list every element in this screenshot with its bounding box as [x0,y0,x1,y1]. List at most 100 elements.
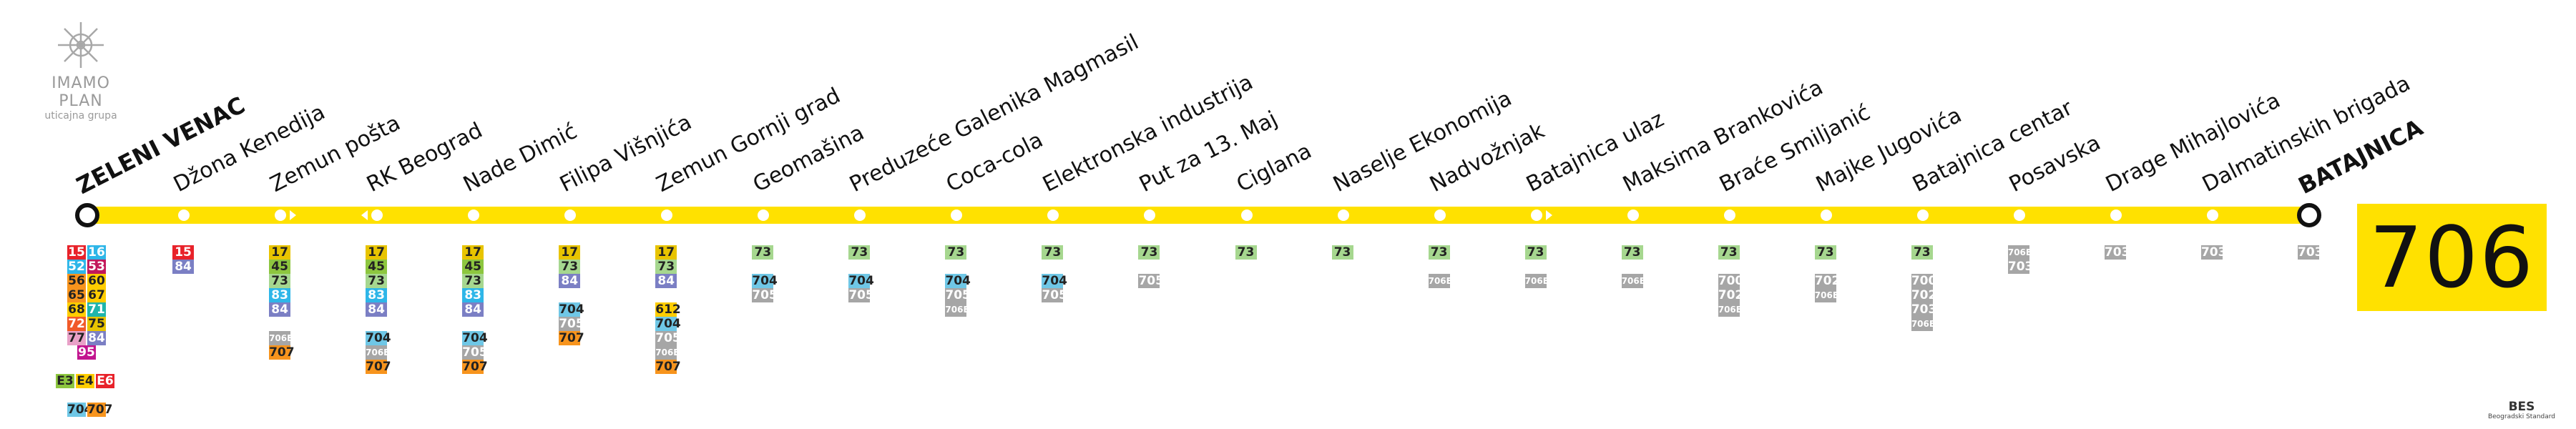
line-badge: 17 [655,245,677,260]
line-badge: 73 [752,245,774,260]
line-badge: 73 [1331,245,1353,260]
line-badge: 707 [655,360,681,374]
line-badge: 707 [462,360,488,374]
stop-label: Naselje Ekonomija [1328,86,1516,197]
route-number: 706 [2369,208,2535,307]
line-badge: 705 [655,331,681,345]
route-line [86,207,2311,224]
line-badge: 73 [1138,245,1160,260]
bes-logo-subtitle: Beogradski Standard [2487,413,2556,420]
line-badge: 702 [1814,274,1841,288]
line-badge: 703 [2298,245,2323,260]
line-badge: 704 [462,331,488,345]
line-badge: 73 [848,245,871,260]
stop-marker [2110,209,2122,221]
stop-marker [1820,209,1832,221]
line-badge: 84 [655,274,677,288]
stop-marker [951,209,963,221]
line-badge: 704 [366,331,391,345]
stop-label: Drage Mihajlovića [2102,87,2285,197]
line-badge: 706E [1814,288,1838,302]
line-badge: 702 [1911,288,1937,302]
direction-right-icon [1545,210,1552,220]
line-badge: 612 [655,302,681,317]
line-badge: 704 [67,403,93,417]
line-badge: 16 [87,245,106,260]
line-badge: 67 [87,288,106,302]
stop-marker [1434,209,1446,221]
line-badge: 706E [1621,274,1645,288]
line-badge: 704 [848,274,874,288]
line-badge: 705 [559,317,584,331]
line-badge: 706E [1911,317,1935,331]
line-badge: 703 [1911,302,1937,317]
line-badge: 77 [67,331,86,345]
stop-marker [178,209,190,221]
stop-marker [2206,209,2218,221]
line-badge: 707 [87,403,113,417]
line-badge: 707 [559,331,584,345]
line-badge: 73 [1718,245,1740,260]
line-badge: 73 [1911,245,1933,260]
line-badge: 17 [559,245,581,260]
stop-marker [371,209,383,221]
line-badge: 705 [462,345,488,360]
line-badge: 705 [945,288,971,302]
line-badge: 95 [77,345,96,360]
terminal-stop-marker [75,203,99,227]
stop-marker [1916,209,1929,221]
line-badge: 65 [67,288,86,302]
line-badge: 73 [559,260,581,274]
line-badge: 56 [67,274,86,288]
line-badge: 73 [269,274,291,288]
line-badge: 700 [1718,274,1744,288]
line-badge: 704 [752,274,778,288]
line-badge: 73 [945,245,967,260]
line-badge: 707 [269,345,295,360]
line-badge: 704 [945,274,971,288]
line-badge: 73 [655,260,677,274]
brand-name: IMAMO PLAN [52,74,110,110]
line-badge: 84 [462,302,484,317]
stop-label: Batajnica centar [1908,95,2077,197]
stop-marker [1627,209,1639,221]
line-badge: 17 [366,245,388,260]
line-badge: 706E [655,345,680,360]
line-badge: 703 [2200,245,2227,260]
direction-left-icon [361,210,368,220]
line-badge: 84 [559,274,581,288]
line-badge: 52 [67,260,86,274]
stop-marker [1337,209,1349,221]
line-badge: 45 [462,260,484,274]
line-badge: 705 [1042,288,1067,302]
stop-marker [2013,209,2025,221]
line-badge: 15 [67,245,86,260]
line-badge: E6 [96,374,114,388]
line-badge: 704 [559,302,584,317]
line-badge: 83 [366,288,388,302]
line-badge: 703 [2104,245,2130,260]
line-badge: 75 [87,317,106,331]
stop-marker [1047,209,1059,221]
line-badge: 45 [366,260,388,274]
line-badge: 706E [1428,274,1452,288]
direction-right-icon [290,210,297,220]
line-badge: 17 [462,245,484,260]
line-badge: 73 [1524,245,1547,260]
line-badge: 73 [366,274,388,288]
terminal-stop-marker [2297,203,2321,227]
stop-marker [1723,209,1735,221]
brand-subtitle: uticajna grupa [44,110,117,122]
stop-marker [468,209,480,221]
line-badge: 705 [752,288,778,302]
line-badge: 60 [87,274,106,288]
line-badge: 706E [1524,274,1549,288]
line-badge: 702 [1718,288,1744,302]
line-badge: 84 [269,302,291,317]
line-badge: E3 [56,374,74,388]
stop-marker [1530,209,1542,221]
line-badge: 704 [1042,274,1067,288]
line-badge: 73 [1042,245,1064,260]
line-badge: 73 [1428,245,1450,260]
